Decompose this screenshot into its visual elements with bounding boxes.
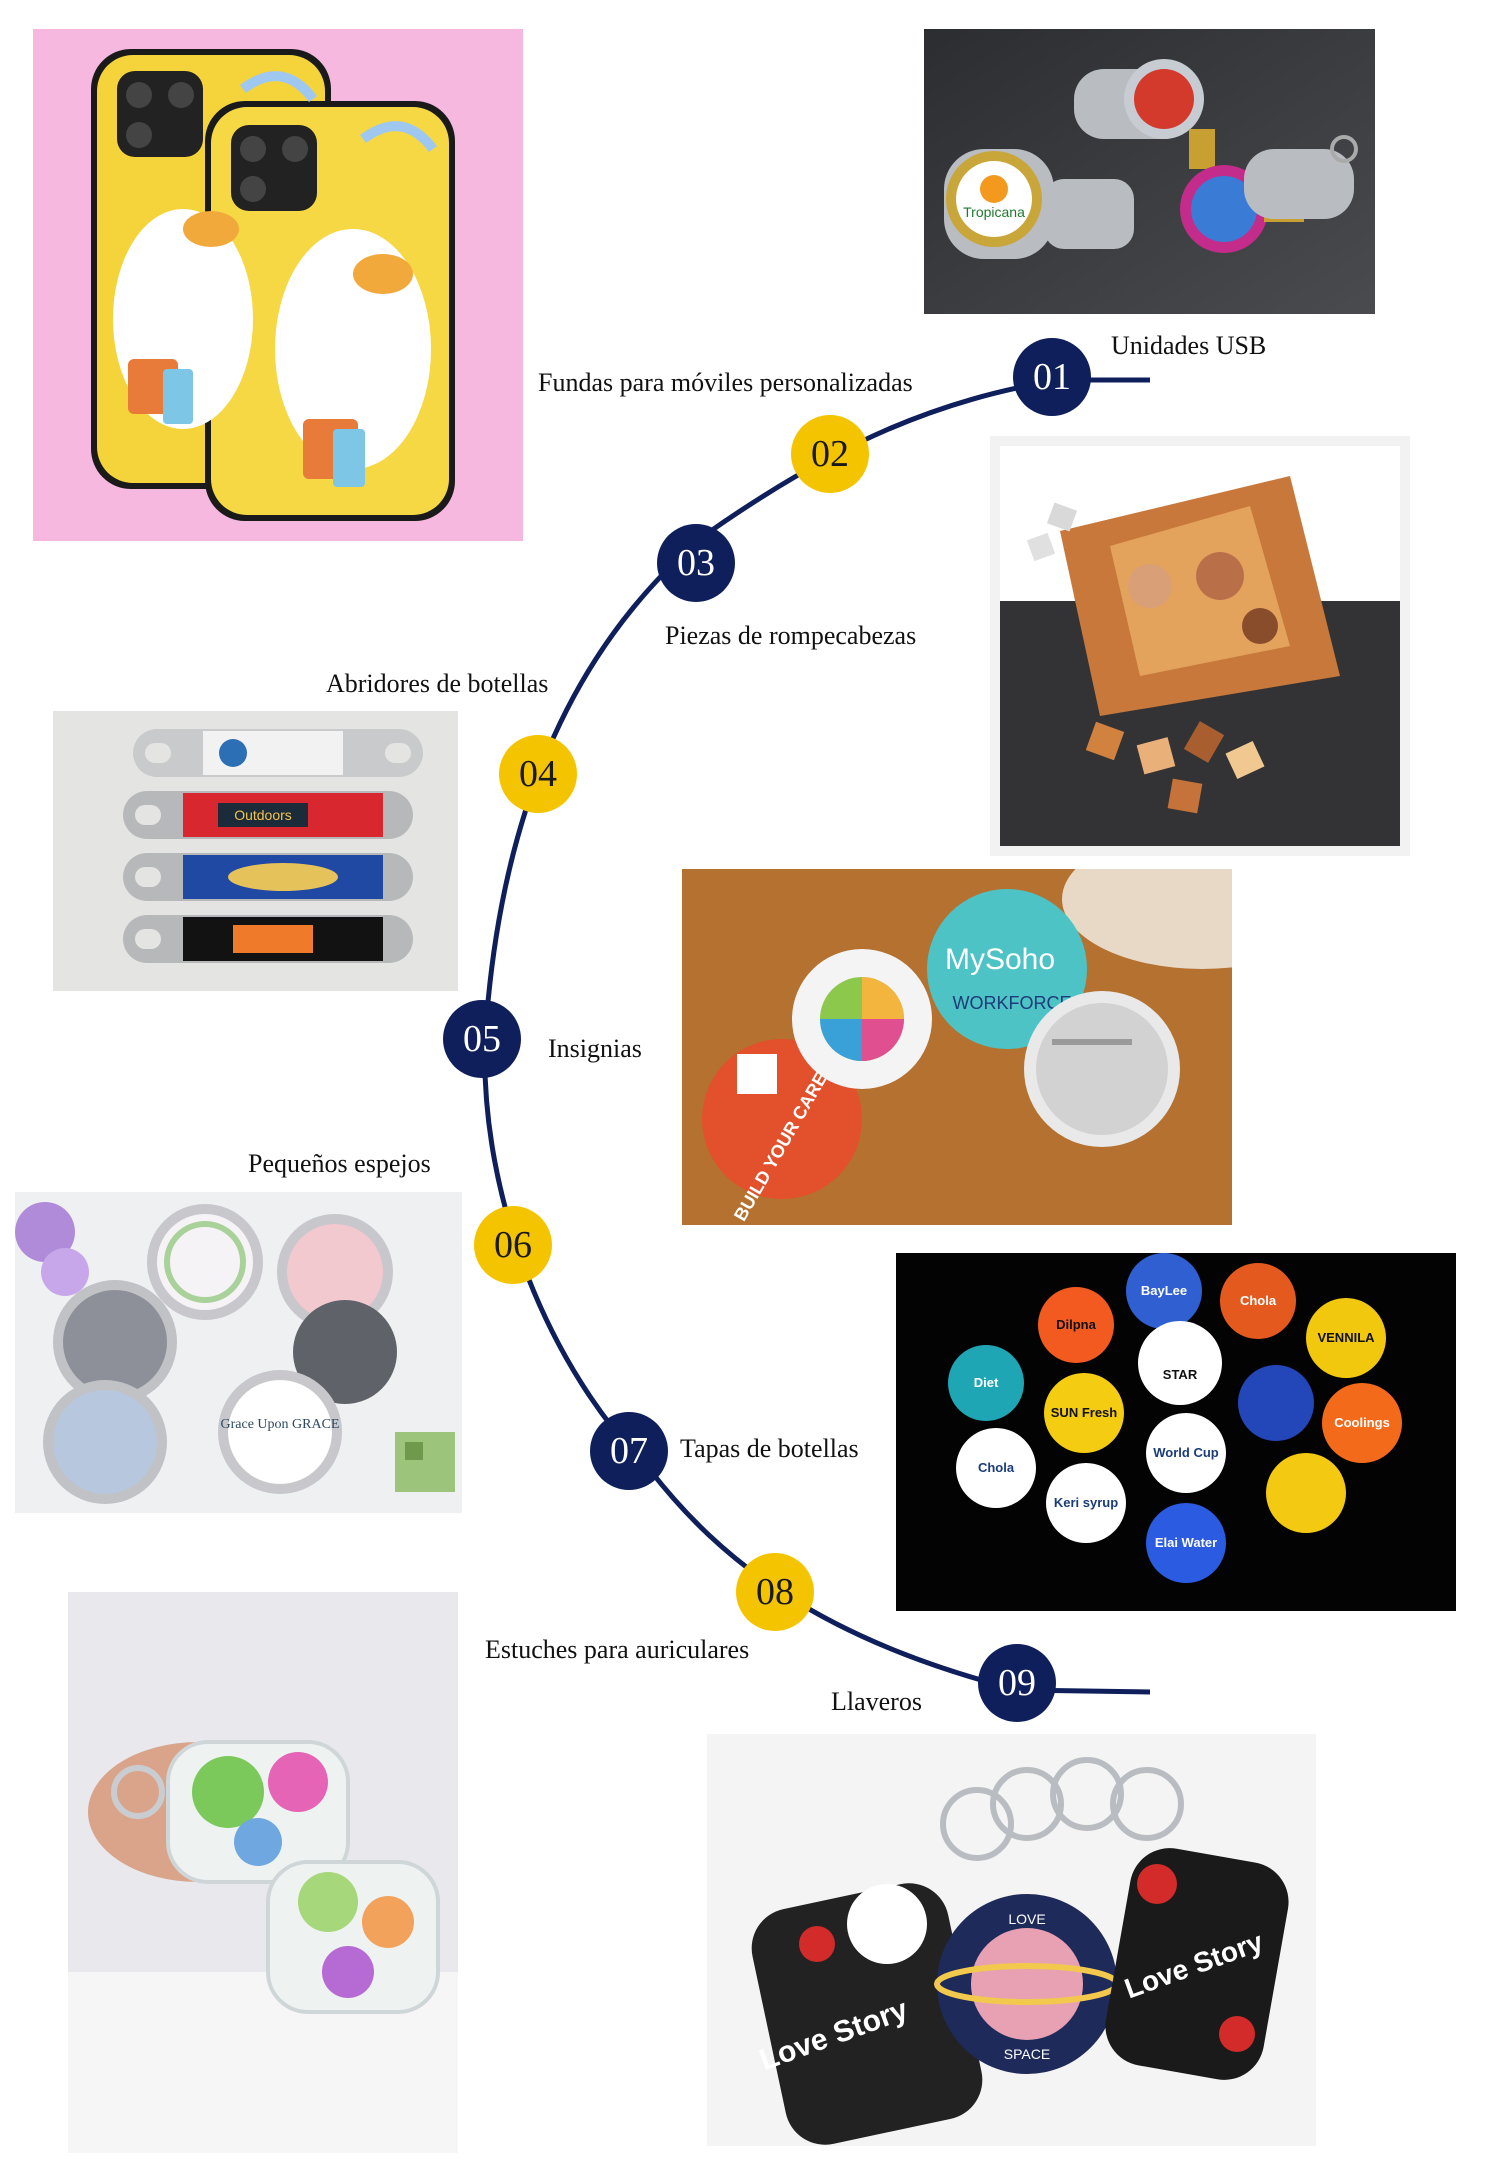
timeline-node-05: 05 (443, 1000, 521, 1078)
mirrors-photo: Grace Upon GRACE (15, 1192, 462, 1513)
cap-label: Keri syrup (1054, 1495, 1118, 1510)
timeline-node-08: 08 (736, 1553, 814, 1631)
label-bottle-caps: Tapas de botellas (680, 1434, 859, 1463)
badge-sub-text: WORKFORCE (953, 993, 1072, 1013)
label-puzzle-pieces: Piezas de rompecabezas (665, 621, 917, 650)
cap-label: World Cup (1153, 1445, 1219, 1460)
usb-drives-photo: Tropicana (924, 29, 1375, 314)
label-phone-cases: Fundas para móviles personalizadas (538, 368, 913, 397)
timeline-node-04: 04 (499, 735, 577, 813)
timeline-node-09: 09 (978, 1644, 1056, 1722)
keychain-text: LOVE (1008, 1911, 1045, 1927)
cap-label: VENNILA (1317, 1330, 1375, 1345)
earphone-cases-photo (68, 1592, 458, 2153)
label-bottle-openers: Abridores de botellas (326, 669, 549, 698)
label-earphone-cases: Estuches para auriculares (485, 1635, 750, 1664)
badges-photo: BUILD YOUR CAREER MySoho WORKFORCE (682, 869, 1232, 1225)
label-small-mirrors: Pequeños espejos (248, 1149, 431, 1178)
cap-label: Chola (1240, 1293, 1277, 1308)
timeline-node-06: 06 (474, 1206, 552, 1284)
cap-label: STAR (1163, 1367, 1198, 1382)
cap-label: SUN Fresh (1051, 1405, 1118, 1420)
label-badges: Insignias (548, 1034, 642, 1063)
badge-brand-text: MySoho (945, 943, 1055, 976)
opener-brand-text: Outdoors (234, 807, 292, 823)
label-usb-drives: Unidades USB (1111, 331, 1267, 360)
cap-label: Elai Water (1155, 1535, 1217, 1550)
cap-label: Diet (974, 1375, 999, 1390)
keychains-photo: Love Story LOVE SPACE Love Story (707, 1734, 1316, 2146)
timeline-node-07: 07 (590, 1412, 668, 1490)
cap-label: BayLee (1141, 1283, 1187, 1298)
bottle-openers-photo: Outdoors (53, 711, 458, 991)
cap-label: Coolings (1334, 1415, 1390, 1430)
timeline-node-01: 01 (1013, 338, 1091, 416)
timeline-node-03: 03 (657, 524, 735, 602)
cap-label: Dilpna (1056, 1317, 1096, 1332)
timeline-node-02: 02 (791, 415, 869, 493)
phone-case-photo (33, 29, 523, 541)
label-keychains: Llaveros (831, 1687, 922, 1716)
keychain-text: SPACE (1004, 2046, 1050, 2062)
usb-brand-text: Tropicana (963, 204, 1025, 220)
puzzle-photo (990, 436, 1410, 856)
cap-label: Chola (978, 1460, 1015, 1475)
mirror-text: Grace Upon GRACE (221, 1417, 340, 1432)
bottle-caps-photo: BayLee Chola Dilpna STAR VENNILA Diet SU… (896, 1253, 1456, 1611)
